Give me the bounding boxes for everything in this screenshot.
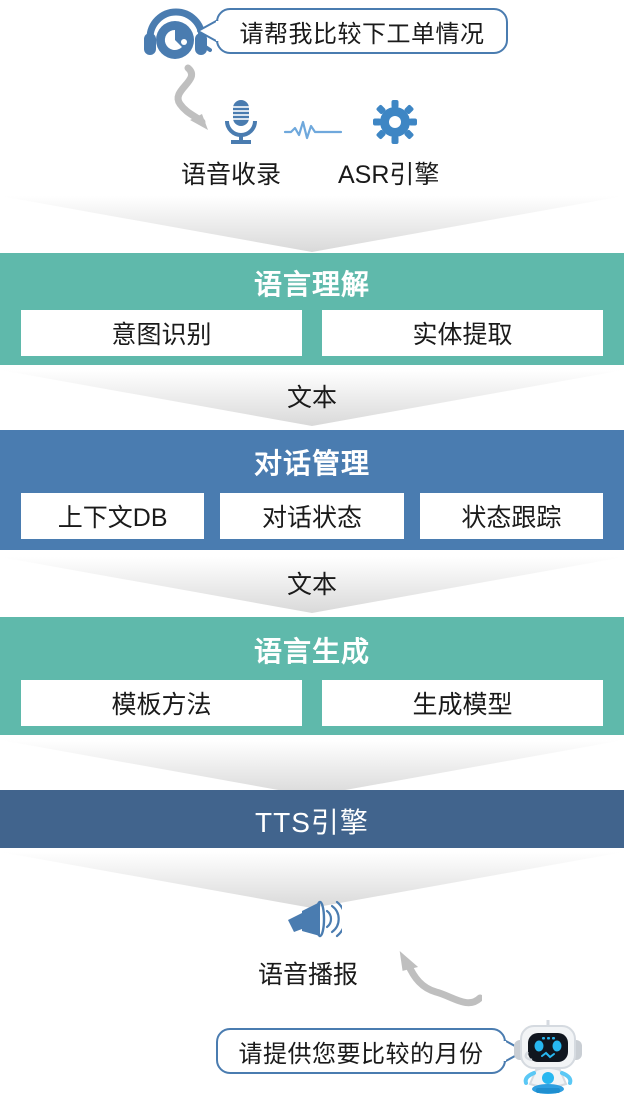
flow-connector-3-label: 文本 — [286, 571, 337, 599]
microphone-icon — [222, 98, 260, 146]
flow-connector-4 — [0, 740, 624, 796]
stage-title-dialog-management: 对话管理 — [253, 448, 370, 479]
stage-cell[interactable]: 模板方法 — [21, 680, 302, 726]
flow-connector-1 — [0, 196, 624, 252]
stage-cells-dialog-management: 上下文DB 对话状态 状态跟踪 — [0, 493, 624, 539]
robot-icon — [512, 1018, 584, 1096]
megaphone-icon — [286, 900, 347, 942]
voice-broadcast-label: 语音播报 — [258, 961, 359, 989]
stage-title-tts-engine: TTS引擎 — [255, 807, 369, 838]
user-speech-bubble: 请帮我比较下工单情况 — [216, 8, 508, 54]
flow-connector-2-label: 文本 — [286, 384, 337, 412]
stage-cell[interactable]: 状态跟踪 — [419, 493, 603, 539]
voice-capture-label: 语音收录 — [181, 161, 282, 189]
curved-arrow-down-icon — [158, 62, 228, 142]
waveform-icon — [283, 118, 343, 142]
headset-icon — [140, 6, 212, 62]
user-bubble-tail — [197, 19, 220, 43]
gear-icon — [373, 100, 417, 144]
stage-band-tts-engine — [0, 790, 624, 848]
user-bubble-text: 请帮我比较下工单情况 — [239, 20, 485, 48]
stage-cell[interactable]: 实体提取 — [322, 310, 603, 356]
bot-speech-bubble: 请提供您要比较的月份 — [216, 1028, 506, 1074]
stage-cells-language-generation: 模板方法 生成模型 — [0, 680, 624, 726]
stage-cells-language-understanding: 意图识别 实体提取 — [0, 310, 624, 356]
stage-cell[interactable]: 对话状态 — [220, 493, 404, 539]
stage-cell[interactable]: 生成模型 — [322, 680, 603, 726]
bot-bubble-text: 请提供您要比较的月份 — [238, 1040, 484, 1068]
curved-arrow-up-left-icon — [372, 948, 484, 1010]
stage-title-language-generation: 语言生成 — [253, 636, 370, 667]
asr-engine-label: ASR引擎 — [338, 161, 440, 189]
stage-title-language-understanding: 语言理解 — [253, 269, 370, 300]
stage-cell[interactable]: 意图识别 — [21, 310, 302, 356]
stage-cell[interactable]: 上下文DB — [21, 493, 205, 539]
